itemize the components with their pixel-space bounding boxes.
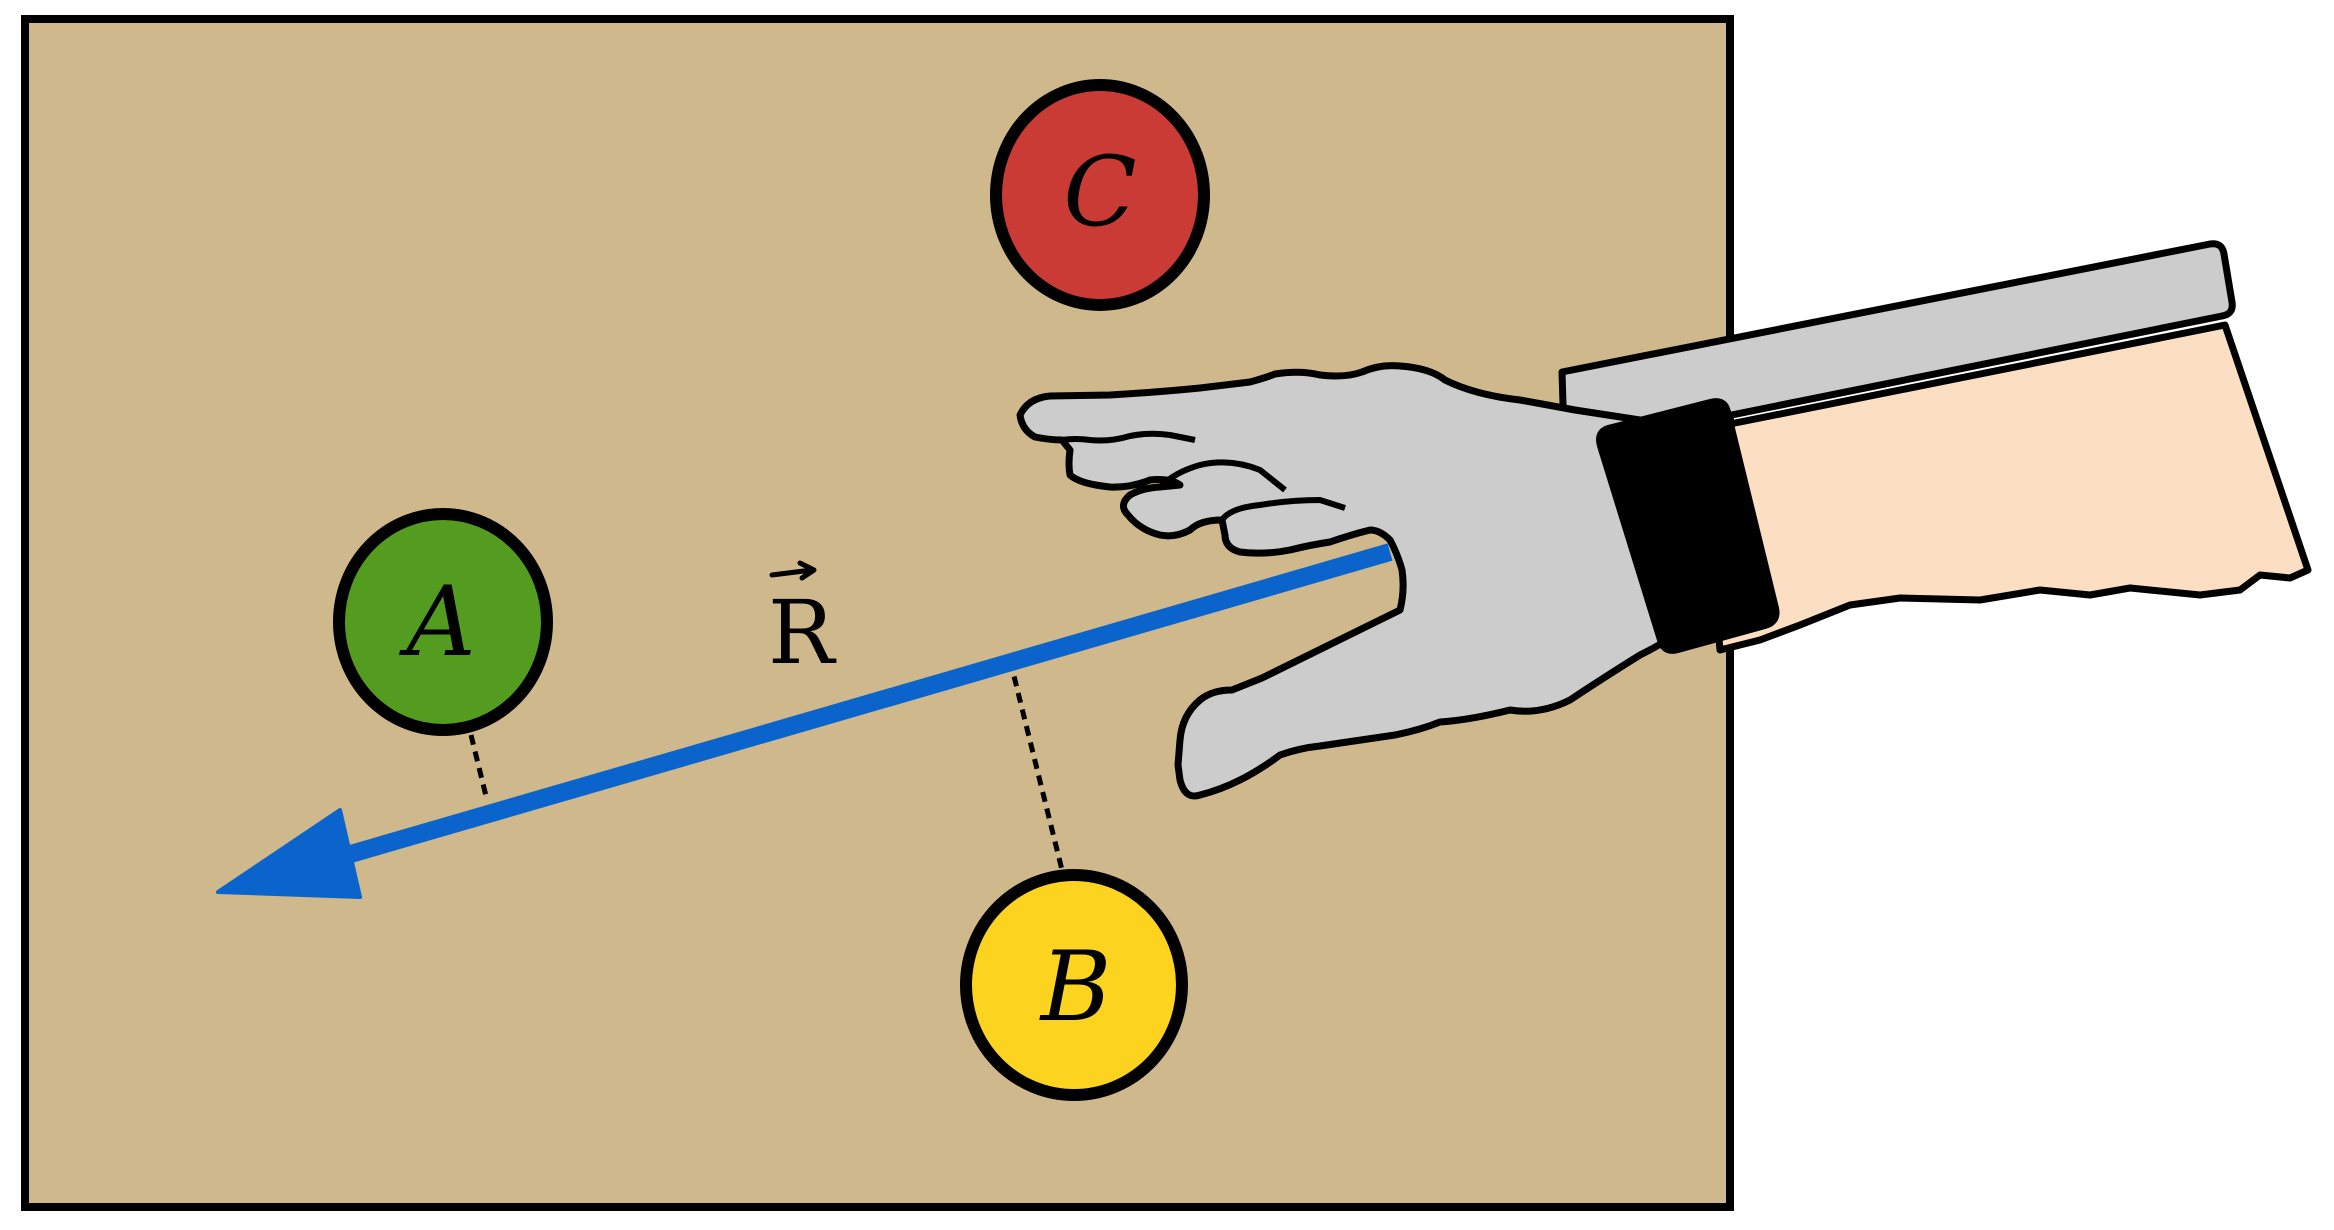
glove	[1016, 362, 1704, 800]
marker-a: A	[333, 508, 553, 736]
marker-b: B	[960, 869, 1188, 1101]
marker-a-disc	[333, 508, 553, 736]
wrist-strap	[1596, 398, 1780, 654]
projection-line-b	[1007, 659, 1065, 871]
marker-c: C	[990, 79, 1210, 311]
vector-label: R	[768, 560, 837, 684]
projection-line-a	[468, 734, 490, 801]
marker-b-disc	[960, 869, 1188, 1101]
finger-crease	[1061, 430, 1196, 444]
pointing-vector-shaft	[327, 543, 1393, 869]
pointing-vector-head	[216, 808, 362, 899]
finger-crease	[1219, 496, 1346, 522]
forearm	[1696, 321, 2312, 654]
marker-b-label: B	[1039, 931, 1112, 1043]
marker-c-label: C	[1063, 136, 1136, 248]
marker-a-label: A	[398, 566, 475, 678]
vector-arrow-icon	[769, 560, 817, 581]
vector-label-text: R	[768, 581, 837, 684]
marker-c-disc	[990, 79, 1210, 311]
finger-crease	[1157, 459, 1287, 493]
